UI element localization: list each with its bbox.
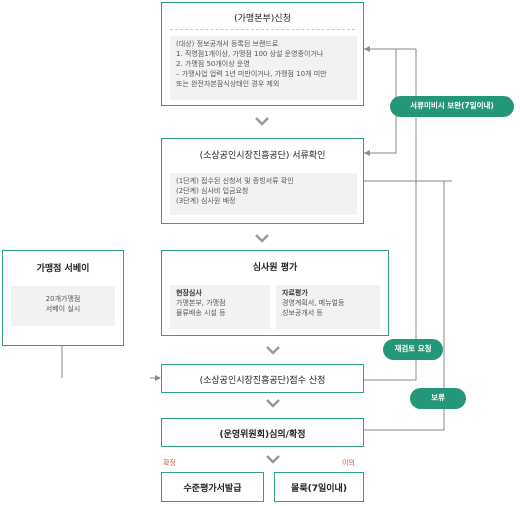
chevron-down-icon — [255, 117, 269, 126]
step-line: (2단계) 심사비 입금요청 — [176, 187, 249, 195]
chevron-down-icon — [266, 455, 280, 464]
document-review-line: 경영계획서, 메뉴얼등 — [282, 299, 345, 307]
franchise-survey-title: 가맹점 서베이 — [36, 264, 90, 274]
committee-box: (운영위원회)심의/확정 — [161, 418, 364, 447]
document-check-steps: (1단계) 접수된 신청서 및 증빙서류 확인 (2단계) 심사비 입금요청 (… — [170, 173, 357, 215]
document-check-box: (소상공인시장진흥공단) 서류확인 (1단계) 접수된 신청서 및 증빙서류 확… — [161, 138, 364, 224]
document-review: 자료평가 경영계획서, 메뉴얼등 성보공개서 등 — [276, 285, 380, 329]
criteria-line: – 가맹사업 업력 1년 미만이거나, 가맹점 10개 미만 — [176, 70, 327, 78]
document-review-title: 자료평가 — [282, 289, 308, 297]
scoring-box: (소상공인시장진흥공단)점수 산정 — [161, 364, 364, 393]
objection-label: 이의 — [342, 459, 355, 467]
step-line: (1단계) 접수된 신청서 및 증빙서류 확인 — [176, 177, 294, 185]
franchise-survey-detail: 20개가맹점 서베이 실시 — [11, 286, 115, 326]
onsite-review-title: 현장심사 — [176, 289, 202, 297]
application-criteria: (대상) 정보공개서 등록된 브랜드로 1. 직영점1개이상, 가맹점 100 … — [170, 36, 357, 100]
application-box: (가맹본부)신청 (대상) 정보공개서 등록된 브랜드로 1. 직영점1개이상,… — [161, 2, 364, 106]
title-divider — [170, 29, 355, 30]
objection-box: 몰룩(7일이내) — [274, 472, 364, 502]
evaluation-title: 심사원 평가 — [252, 263, 298, 273]
application-title: (가맹본부)신청 — [234, 14, 291, 24]
onsite-review-line: 물류배송 시설 등 — [176, 309, 226, 317]
chevron-down-icon — [255, 234, 269, 243]
criteria-line: (대상) 정보공개서 등록된 브랜드로 — [176, 40, 279, 48]
onsite-review: 현장심사 가맹본부, 가맹점 물류배송 시설 등 — [170, 285, 270, 329]
document-review-line: 성보공개서 등 — [282, 309, 323, 317]
chevron-down-icon — [266, 346, 280, 355]
franchise-survey-box: 가맹점 서베이 20개가맹점 서베이 실시 — [2, 250, 124, 346]
onsite-review-line: 가맹본부, 가맹점 — [176, 299, 226, 307]
resubmit-pill: 재검토 요청 — [383, 339, 443, 360]
criteria-line: 또는 완전자본잠식상태인 경우 제외 — [176, 80, 280, 88]
hold-pill: 보류 — [410, 388, 466, 409]
committee-title: (운영위원회)심의/확정 — [219, 430, 306, 440]
criteria-line: 1. 직영점1개이상, 가맹점 100 상설 운영중이거나 — [176, 50, 324, 58]
document-check-title: (소상공인시장진흥공단) 서류확인 — [199, 151, 326, 161]
scoring-title: (소상공인시장진흥공단)점수 산정 — [199, 376, 326, 386]
step-line: (3단계) 심사원 배정 — [176, 197, 236, 205]
survey-line: 서베이 실시 — [45, 305, 81, 313]
objection-title: 몰룩(7일이내) — [291, 484, 347, 494]
certificate-title: 수준평가서발급 — [183, 484, 242, 494]
doc-return-pill: 서류미비시 보완(7일이내) — [390, 96, 514, 117]
criteria-line: 2. 가맹점 50개이상 운영 — [176, 60, 250, 68]
survey-line: 20개가맹점 — [45, 295, 81, 303]
chevron-down-icon — [266, 399, 280, 408]
evaluation-box: 심사원 평가 현장심사 가맹본부, 가맹점 물류배송 시설 등 자료평가 경영계… — [161, 250, 389, 336]
confirm-label: 확정 — [163, 459, 176, 467]
certificate-box: 수준평가서발급 — [161, 472, 264, 502]
